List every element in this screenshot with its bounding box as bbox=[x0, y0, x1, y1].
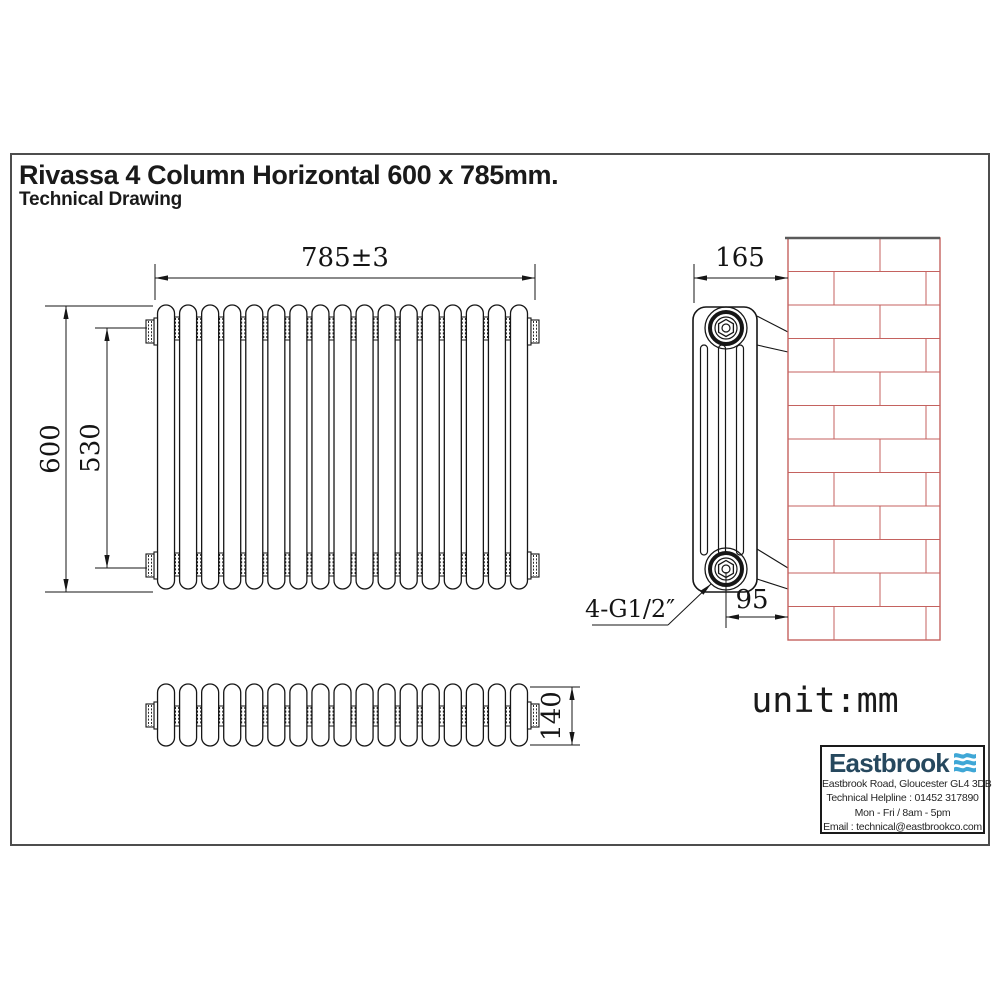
dim-tapping-centres: 530 bbox=[76, 423, 106, 473]
page-title: Rivassa 4 Column Horizontal 600 x 785mm. bbox=[19, 160, 559, 190]
connection-size-label: 4-G1/2″ bbox=[585, 595, 676, 623]
dim-overall-width: 785±3 bbox=[301, 243, 389, 273]
dim-wall-to-front: 165 bbox=[715, 243, 765, 273]
eastbrook-logo: Eastbrook bbox=[822, 747, 983, 778]
unit-label: unit:mm bbox=[751, 681, 899, 721]
footer-helpline: Technical Helpline : 01452 317890 bbox=[826, 792, 979, 805]
drawing-sheet-border bbox=[10, 153, 990, 846]
eastbrook-wave-icon bbox=[953, 753, 976, 773]
manufacturer-info-box: Eastbrook Eastbrook Road, Gloucester GL4… bbox=[820, 745, 992, 834]
footer-email: Email : technical@eastbrookco.com bbox=[823, 821, 982, 834]
footer-hours: Mon - Fri / 8am - 5pm bbox=[854, 806, 951, 819]
dim-overall-height: 600 bbox=[36, 424, 66, 474]
dim-depth: 140 bbox=[537, 691, 567, 741]
footer-address: Eastbrook Road, Gloucester GL4 3DB bbox=[822, 778, 992, 790]
brand-logo-text: Eastbrook bbox=[829, 747, 950, 778]
page-subtitle: Technical Drawing bbox=[19, 189, 183, 210]
dim-wall-to-tapping: 95 bbox=[735, 585, 769, 615]
